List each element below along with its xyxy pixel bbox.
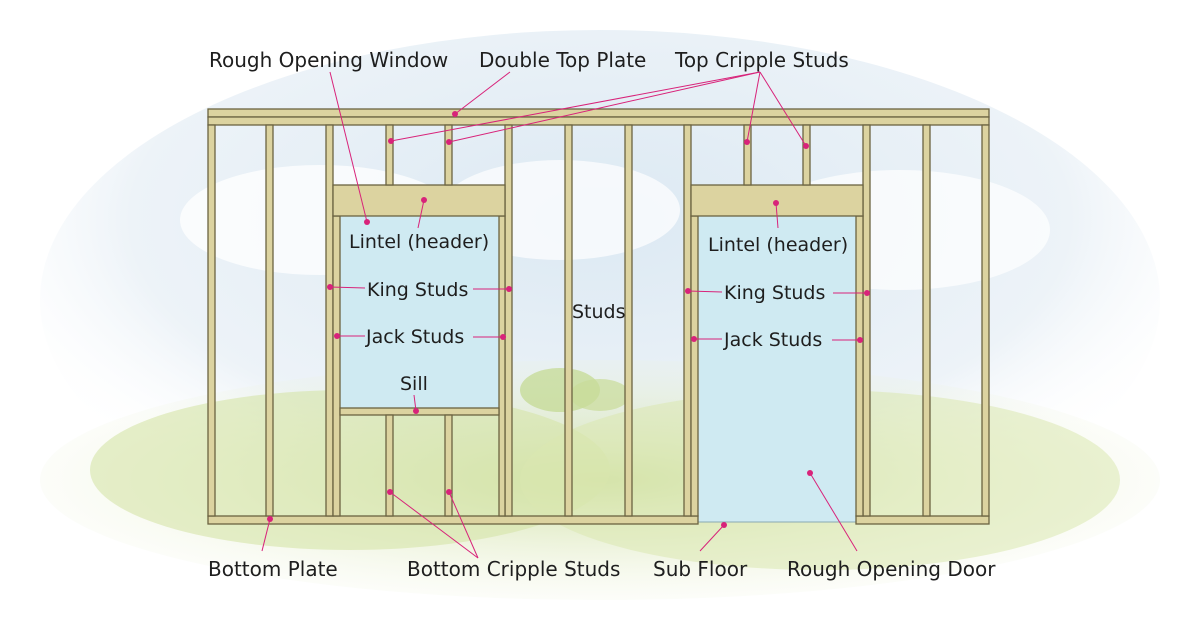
door-jack-stud [690, 215, 699, 517]
label-king-studs-door: King Studs [724, 282, 826, 304]
stud [207, 124, 216, 517]
top-cripple-stud [444, 124, 453, 186]
top-plate-upper [207, 108, 990, 118]
label-studs: Studs [572, 301, 626, 323]
door-rough-opening [697, 215, 857, 523]
stud [265, 124, 274, 517]
stud [683, 124, 692, 517]
label-jack-studs-window: Jack Studs [366, 326, 465, 348]
label-bottom-cripple-studs: Bottom Cripple Studs [407, 557, 621, 581]
bottom-cripple-stud [444, 414, 453, 517]
label-jack-studs-door: Jack Studs [724, 329, 823, 351]
label-rough-opening-door: Rough Opening Door [787, 557, 996, 581]
top-cripple-stud [802, 124, 811, 186]
stud [922, 124, 931, 517]
top-plate-lower [207, 116, 990, 126]
leader-lines [261, 71, 867, 559]
stud [624, 124, 633, 517]
stud [564, 124, 573, 517]
bottom-cripple-stud [385, 414, 394, 517]
top-cripple-stud [743, 124, 752, 186]
window-jack-stud [498, 215, 506, 517]
framing-members [207, 108, 990, 525]
stud [504, 124, 513, 517]
bottom-plate [207, 515, 699, 525]
stud [325, 124, 334, 517]
label-sill: Sill [400, 373, 428, 395]
door-jack-stud [855, 215, 864, 517]
window-jack-stud [332, 215, 341, 517]
label-top-cripple-studs: Top Cripple Studs [675, 48, 849, 72]
label-king-studs-window: King Studs [367, 279, 469, 301]
label-lintel-window: Lintel (header) [349, 231, 490, 253]
bottom-plate-right [855, 515, 990, 525]
stud [981, 124, 990, 517]
label-rough-opening-window: Rough Opening Window [209, 48, 449, 72]
label-lintel-door: Lintel (header) [708, 234, 849, 256]
window-rough-opening [339, 215, 500, 409]
label-bottom-plate: Bottom Plate [208, 557, 338, 581]
leader-dots [267, 111, 870, 528]
label-sub-floor: Sub Floor [653, 557, 748, 581]
top-cripple-stud [385, 124, 394, 186]
label-double-top-plate: Double Top Plate [479, 48, 647, 72]
window-sill [339, 407, 500, 416]
stud [862, 124, 871, 517]
